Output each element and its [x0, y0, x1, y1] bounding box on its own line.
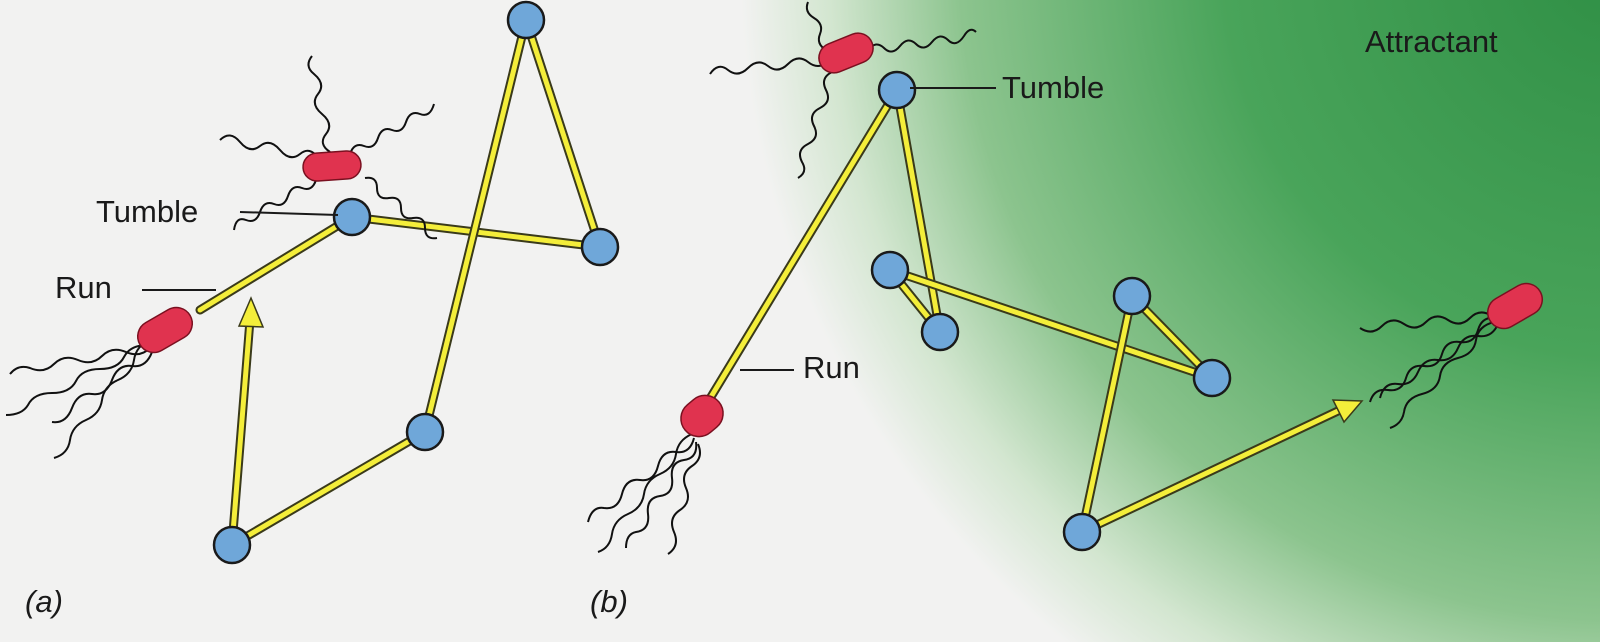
tumble-a-leader: [239, 211, 339, 216]
tumbling-bacterium-icon: [709, 1, 977, 179]
track-segment: [885, 265, 1217, 383]
tumble-point: [877, 70, 917, 110]
tumble-point: [920, 312, 960, 352]
tumble-a-label: Tumble: [96, 194, 198, 229]
track-segment: [420, 15, 531, 437]
attractant-label: Attractant: [1365, 24, 1498, 59]
tumble-point: [1192, 358, 1232, 398]
run-a-label: Run: [55, 270, 112, 305]
panel-a-path: Tumble Run (a): [5, 0, 620, 619]
track-segment: [227, 315, 255, 550]
tumble-point: [405, 412, 445, 452]
tumble-b-label: Tumble: [1002, 70, 1104, 105]
direction-arrowhead: [1331, 399, 1364, 424]
tumble-point: [1062, 512, 1102, 552]
track-segment: [195, 212, 357, 315]
track-segment: [892, 85, 945, 337]
tumble-point: [332, 197, 372, 237]
panel-b-label: (b): [590, 584, 628, 619]
running-bacterium-icon: [5, 306, 194, 459]
direction-arrowhead: [237, 296, 265, 328]
tumble-point: [580, 227, 620, 267]
tumble-point: [1112, 276, 1152, 316]
tumble-point: [870, 250, 910, 290]
track-segment: [521, 15, 605, 252]
tumble-point: [506, 0, 546, 40]
tumble-point: [212, 525, 252, 565]
track-segment: [1077, 291, 1137, 537]
panel-b-path: Tumble Run (b): [587, 1, 1544, 619]
running-bacterium-icon: [1359, 282, 1544, 429]
running-bacterium-icon: [587, 394, 724, 555]
panel-a-label: (a): [25, 584, 63, 619]
track-segment: [1077, 405, 1345, 537]
track-segment: [695, 85, 902, 420]
run-b-label: Run: [803, 350, 860, 385]
track-segment: [227, 427, 430, 550]
tumbling-bacterium-icon: [219, 55, 438, 240]
